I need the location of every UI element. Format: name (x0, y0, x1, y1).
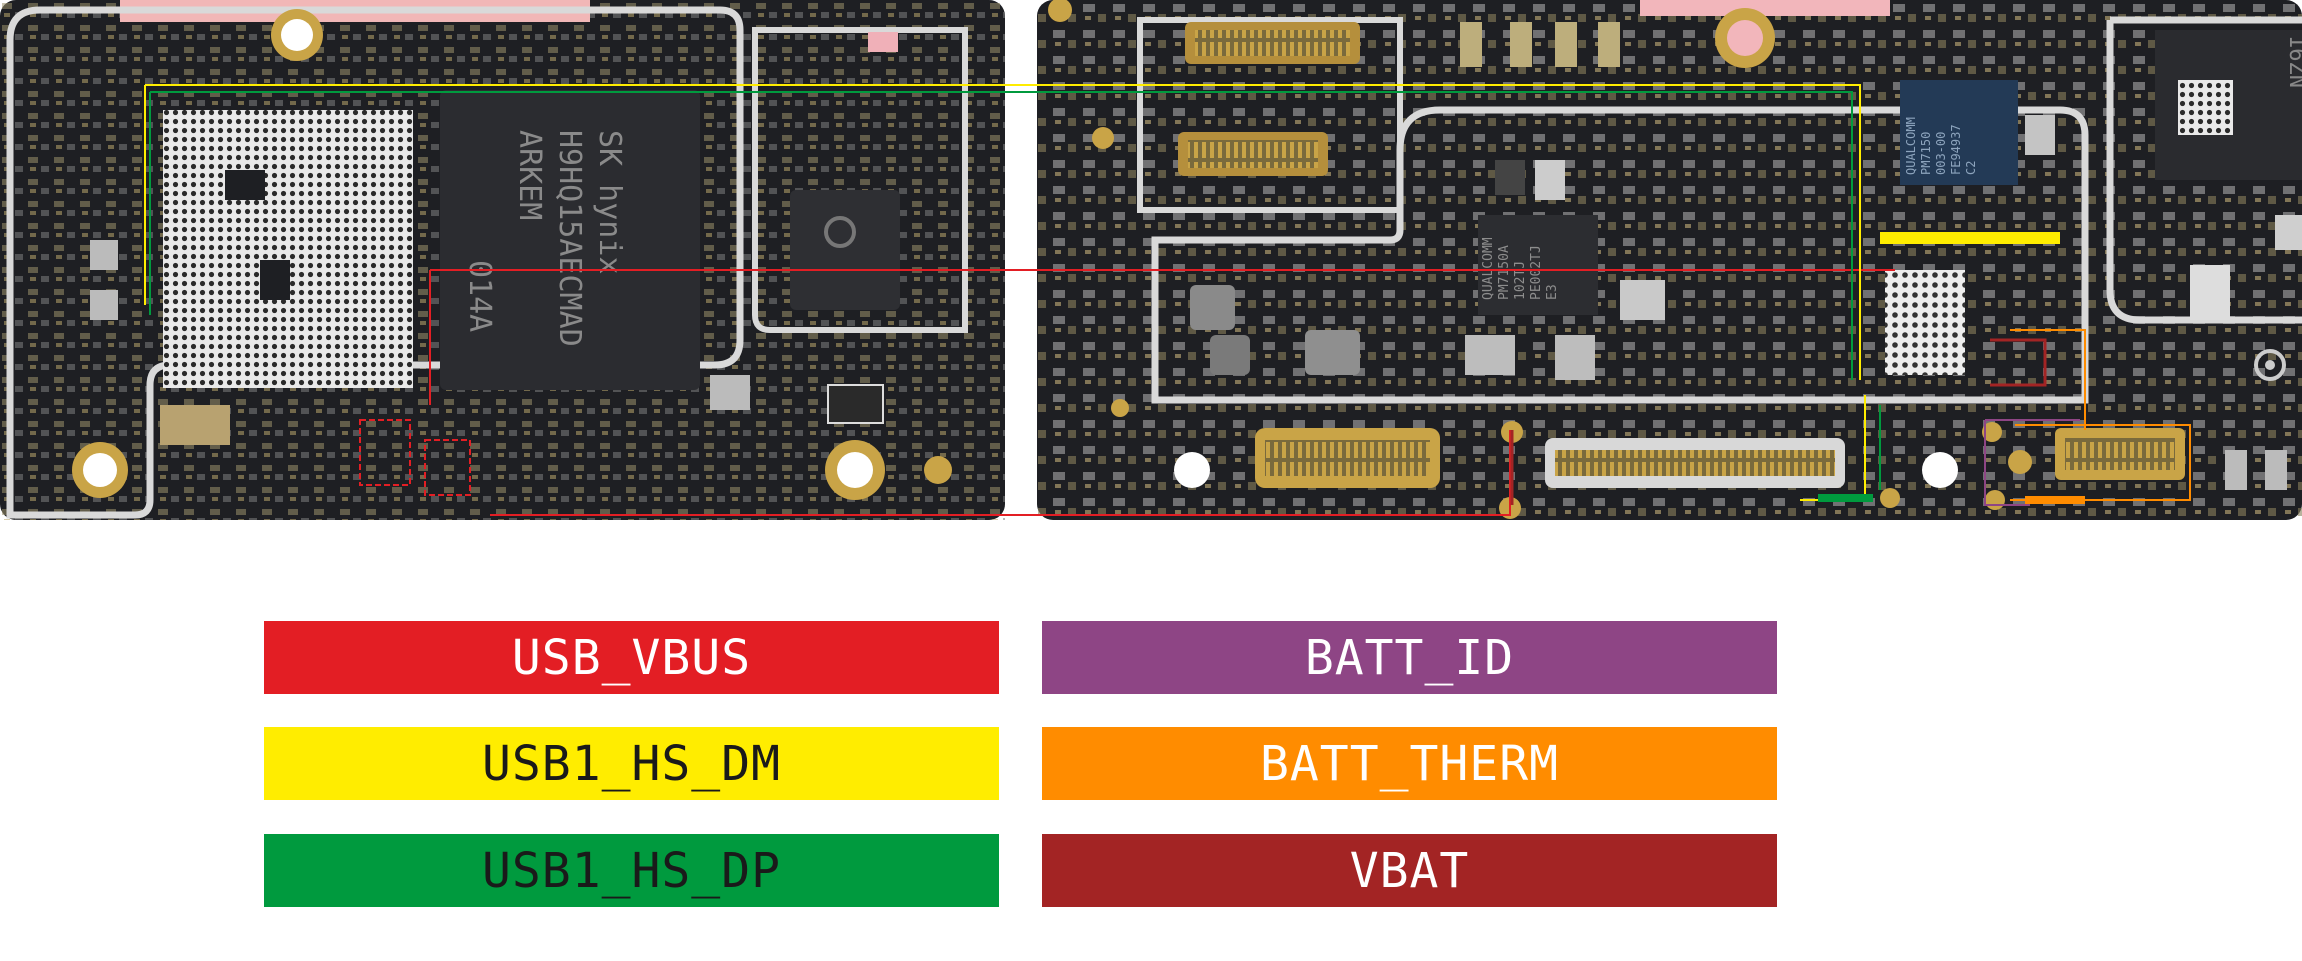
chip-label: 014A (462, 260, 497, 332)
trace-vbat (1510, 338, 2047, 505)
legend-usb1-hs-dp: USB1_HS_DP (264, 834, 999, 907)
chip-label: C2 (1964, 161, 1978, 175)
legend-vbat: VBAT (1042, 834, 1777, 907)
chip-label: PM7150A (1497, 245, 1512, 300)
chip-label: QUALCOMM (1481, 237, 1496, 300)
chip-label: PM7150 (1919, 132, 1933, 175)
chip-label: ARKEM (512, 130, 547, 220)
trace-usb-vbus-box (359, 419, 471, 496)
trace-batt-therm (2010, 329, 2191, 501)
legend-batt-therm: BATT_THERM (1042, 727, 1777, 800)
chip-label: QUALCOMM (1904, 117, 1918, 175)
trace-batt-id (1984, 419, 2080, 506)
left-board: SK hynix H9HQ15AECMAD ARKEM 014A (0, 0, 1005, 520)
legend-usb-vbus: USB_VBUS (264, 621, 999, 694)
right-board: QUALCOMM PM7150A 102TJ PE002TJ E3 QUALCO… (1037, 0, 2302, 520)
chip-label: 102TJ (1513, 261, 1528, 300)
chip-label: H9HQ15AECMAD (552, 130, 587, 347)
chip-label: FE94937 (1949, 124, 1963, 175)
chip-label: SK hynix (592, 130, 627, 275)
trace-usb1-hs-dp (149, 91, 1881, 490)
chip-label: PE002TJ (1529, 245, 1544, 300)
trace-usb-vbus (429, 269, 1895, 516)
legend-batt-id: BATT_ID (1042, 621, 1777, 694)
chip-label: 003-00 (1934, 132, 1948, 175)
chip-label: E3 (1545, 284, 1560, 300)
signal-legend: USB_VBUS USB1_HS_DM USB1_HS_DP BATT_ID B… (264, 621, 1779, 908)
trace-overlay (144, 84, 2191, 516)
legend-usb1-hs-dm: USB1_HS_DM (264, 727, 999, 800)
chip-label: 16ZN (2284, 35, 2302, 88)
pcb-board-photo: SK hynix H9HQ15AECMAD ARKEM 014A (0, 0, 2302, 520)
